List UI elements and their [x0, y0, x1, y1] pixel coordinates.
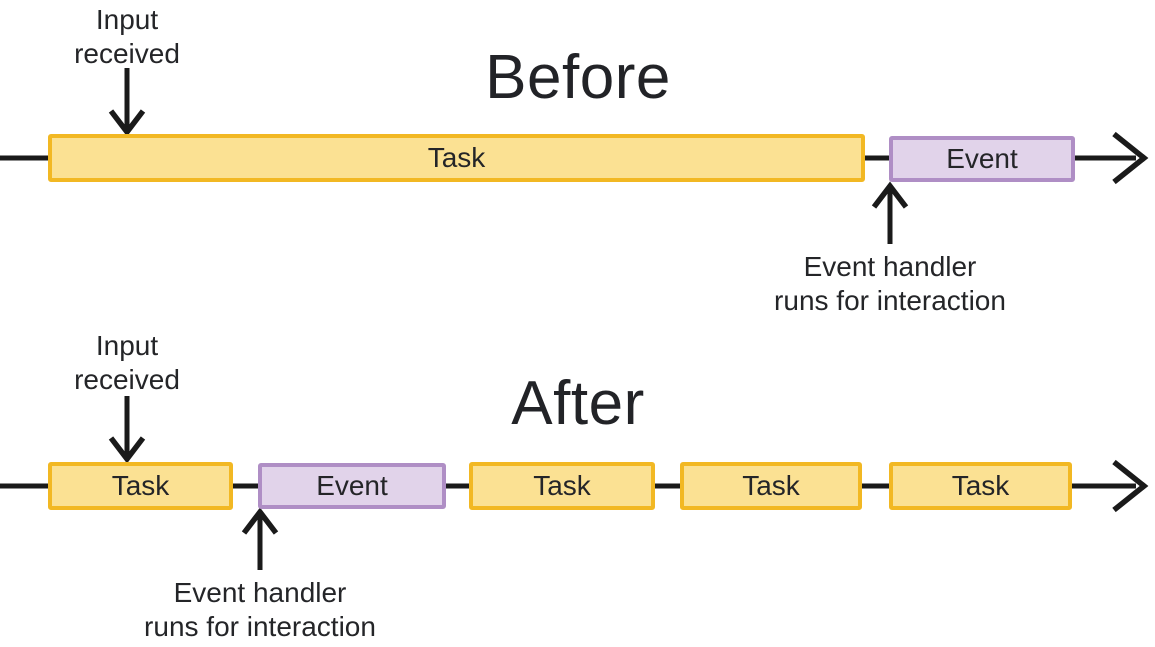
- before-event-handler-label: Event handler runs for interaction: [774, 251, 1006, 316]
- after-task-bar-2: Task: [469, 462, 655, 510]
- before-input-received-label: Input received: [74, 4, 180, 69]
- before-task-bar: Task: [48, 134, 865, 182]
- after-event-handler-label: Event handler runs for interaction: [144, 577, 376, 642]
- after-task-bar-1: Task: [48, 462, 233, 510]
- after-title: After: [511, 369, 645, 438]
- after-input-received-label: Input received: [74, 330, 180, 395]
- after-task-bar-3: Task: [680, 462, 862, 510]
- after-handler-arrow-icon: [241, 507, 279, 570]
- before-event-bar: Event: [889, 136, 1075, 182]
- before-title: Before: [485, 43, 671, 112]
- before-input-arrow-icon: [108, 68, 146, 137]
- before-handler-arrow-icon: [871, 181, 909, 244]
- after-task-bar-4: Task: [889, 462, 1072, 510]
- after-event-bar: Event: [258, 463, 446, 509]
- after-input-arrow-icon: [108, 396, 146, 464]
